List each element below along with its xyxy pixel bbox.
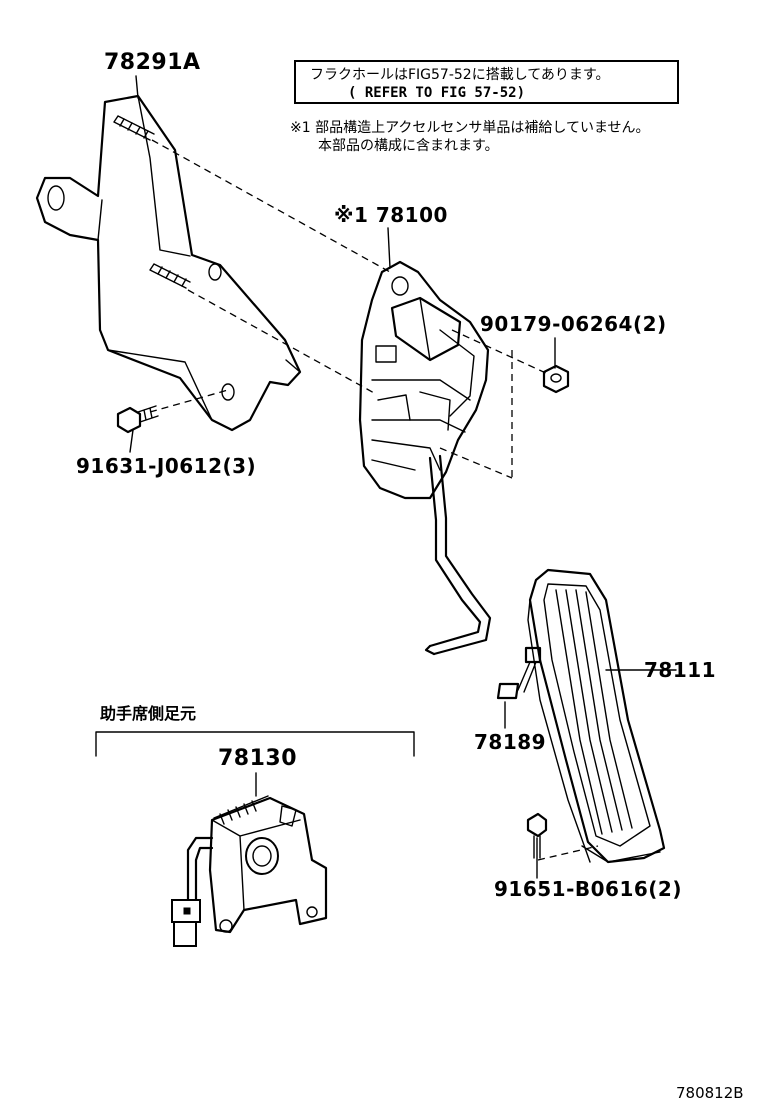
assembly-dashed-lines <box>149 139 599 861</box>
section-bracket <box>95 731 415 757</box>
part-label-78291a[interactable]: 78291A <box>104 50 201 75</box>
figure-code: 780812B <box>676 1084 744 1102</box>
nut-drawing <box>542 364 570 394</box>
reference-note-line-1: フラクホールはFIG57-52に搭載してあります。 <box>310 67 610 83</box>
part-label-78130[interactable]: 78130 <box>218 746 298 771</box>
passenger-section-title: 助手席側足元 <box>100 704 197 723</box>
stopper-bolt-drawing <box>496 646 542 700</box>
sub-pedal-drawing <box>171 795 328 947</box>
reference-note-box: フラクホールはFIG57-52に搭載してあります。 ( REFER TO FIG… <box>294 60 679 104</box>
bracket-78291a-drawing <box>35 94 302 432</box>
part-label-78111[interactable]: 78111 <box>644 658 717 682</box>
remark-line-2: 本部品の構成に含まれます。 <box>318 138 499 154</box>
pedal-assembly-drawing <box>358 260 492 656</box>
remark-line-1: ※1 部品構造上アクセルセンサ単品は補給していません。 <box>290 120 650 136</box>
leader-lines <box>129 75 677 879</box>
part-label-90179-06264[interactable]: 90179-06264(2) <box>480 312 667 336</box>
reference-note-line-2: ( REFER TO FIG 57-52) <box>348 85 526 101</box>
part-label-78189[interactable]: 78189 <box>474 730 547 754</box>
part-label-91631-j0612[interactable]: 91631-J0612(3) <box>76 454 257 478</box>
part-label-78100[interactable]: ※1 78100 <box>334 203 448 227</box>
bolt-bottom-drawing <box>526 812 548 859</box>
bolt-left-drawing <box>116 405 159 434</box>
part-label-91651-b0616[interactable]: 91651-B0616(2) <box>494 877 682 901</box>
pedal-pad-drawing <box>527 568 666 864</box>
